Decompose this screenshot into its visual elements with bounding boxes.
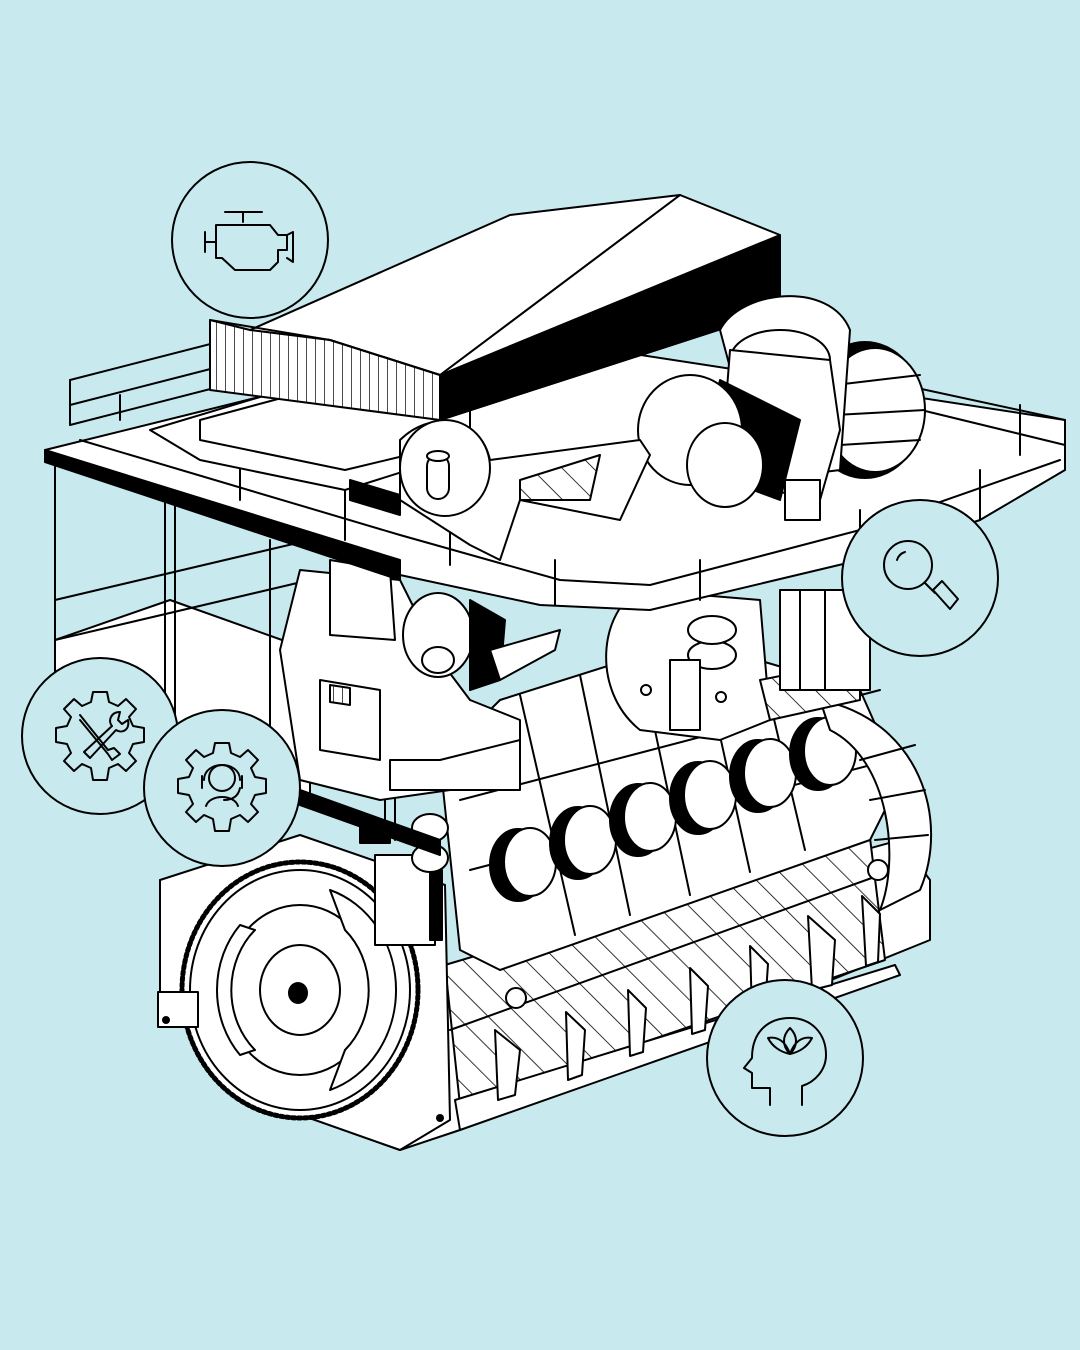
gear-support-agent-icon	[143, 709, 301, 867]
magnifier-icon	[841, 499, 999, 657]
head-lotus-wellbeing-icon	[706, 979, 864, 1137]
engine-body	[44, 194, 1066, 1151]
cylinder-covers	[489, 716, 857, 902]
rear-housing	[819, 699, 933, 911]
turbocharger	[637, 295, 926, 521]
flywheel-hub	[288, 982, 308, 1004]
engine-icon	[171, 161, 329, 319]
